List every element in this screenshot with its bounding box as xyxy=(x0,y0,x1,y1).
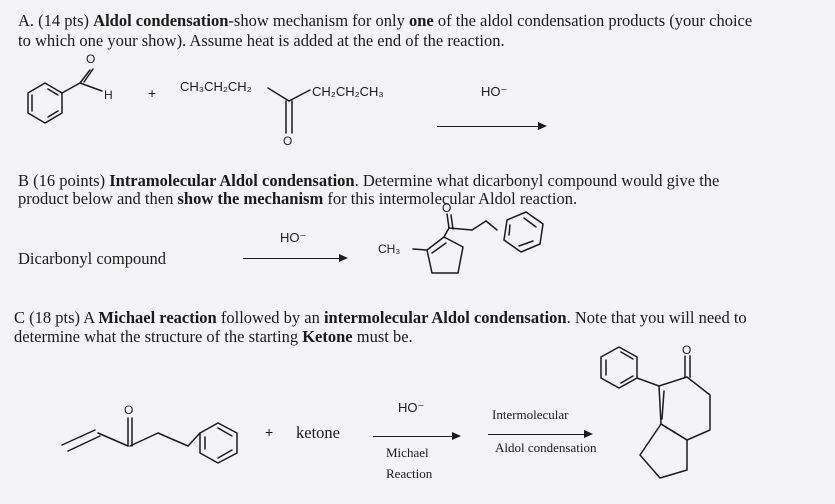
aldehyde-h-atom: H xyxy=(104,88,113,102)
part-a-label: A. (14 pts) xyxy=(18,11,90,30)
enone-o-atom: O xyxy=(124,403,134,417)
part-a-desc1: -show mechanism for only xyxy=(228,11,405,30)
part-b-title: Intramolecular Aldol condensation xyxy=(109,171,355,190)
part-a-title: Aldol condensation xyxy=(93,11,229,30)
part-b-line2: product below and then show the mechanis… xyxy=(18,189,578,209)
ketone-o-atom: O xyxy=(283,134,293,148)
reaction-arrow-c2 xyxy=(488,430,593,438)
reaction-arrow-a xyxy=(437,122,547,130)
benzaldehyde-structure xyxy=(27,68,103,124)
reaction-arrow-c1 xyxy=(373,432,461,440)
ch3-group: CH₃ xyxy=(378,242,401,256)
ketone-label: ketone xyxy=(296,423,340,442)
bicyclic-product-structure xyxy=(600,346,711,479)
part-c-line2b: must be. xyxy=(356,327,413,346)
cyclopentenone-product-structure xyxy=(412,211,544,274)
part-c-line2a: determine what the structure of the star… xyxy=(14,327,299,346)
part-c-label: C (18 pts) A xyxy=(14,308,95,327)
part-c-title2: intermolecular Aldol condensation xyxy=(323,308,567,327)
reagent-a: HO⁻ xyxy=(481,84,508,99)
ketone-left-group: CH₃CH₂CH₂ xyxy=(180,79,252,94)
dicarbonyl-label: Dicarbonyl compound xyxy=(18,249,167,268)
part-a-line1: A. (14 pts) Aldol condensation-show mech… xyxy=(18,11,753,31)
part-c-line1: C (18 pts) A Michael reaction followed b… xyxy=(14,308,747,328)
reaction-label: Reaction xyxy=(386,466,433,481)
part-b-line2a: product below and then xyxy=(18,189,174,208)
enone-starting-structure xyxy=(61,417,238,464)
part-c-line2: determine what the structure of the star… xyxy=(14,327,413,347)
intermolecular-label: Intermolecular xyxy=(492,407,569,422)
plus-sign-c: + xyxy=(265,424,274,440)
part-b-label: B (16 points) xyxy=(18,171,106,190)
aldol-condensation-label: Aldol condensation xyxy=(495,440,597,455)
reagent-c: HO⁻ xyxy=(398,400,425,415)
part-c-desc: . Note that you will need to xyxy=(566,308,747,327)
part-a-one: one xyxy=(408,11,434,30)
part-b-desc: . Determine what dicarbonyl compound wou… xyxy=(354,171,720,190)
dipropyl-ketone-structure xyxy=(267,87,311,134)
product-b-o-atom: O xyxy=(442,201,452,215)
part-c-ketone-word: Ketone xyxy=(302,327,353,346)
reaction-arrow-b xyxy=(243,254,348,262)
ketone-right-group: CH₂CH₂CH₃ xyxy=(312,84,384,99)
reagent-b: HO⁻ xyxy=(280,230,307,245)
part-c-mid: followed by an xyxy=(220,308,320,327)
plus-sign-a: + xyxy=(148,85,157,101)
part-a-desc2: of the aldol condensation products (your… xyxy=(437,11,753,30)
part-b-line1: B (16 points) Intramolecular Aldol conde… xyxy=(18,171,720,191)
part-c-title1: Michael reaction xyxy=(98,308,217,327)
aldehyde-o-atom: O xyxy=(86,52,96,66)
part-a-line2: to which one your show). Assume heat is … xyxy=(18,31,505,50)
product-c-o-atom: O xyxy=(682,343,692,357)
michael-label: Michael xyxy=(386,445,429,460)
part-b-line2b: for this intermolecular Aldol reaction. xyxy=(327,189,578,208)
part-b-show-mechanism: show the mechanism xyxy=(177,189,324,208)
